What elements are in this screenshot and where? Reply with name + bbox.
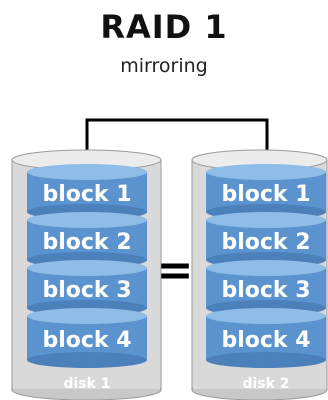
disk-2-block-3-label: block 3 <box>221 278 310 303</box>
disk-2-block-3: block 3 <box>206 260 326 316</box>
disk-1-label: disk 1 <box>63 376 110 392</box>
disk-2-label: disk 2 <box>242 376 289 392</box>
equals-sign: = <box>157 245 194 296</box>
disk-1-block-1: block 1 <box>27 164 147 220</box>
disk-2-block-1-label: block 1 <box>221 182 310 207</box>
disk-1-block-3: block 3 <box>27 260 147 316</box>
disk-2-block-1: block 1 <box>206 164 326 220</box>
disk-2-block-4-label: block 4 <box>221 328 310 353</box>
disk-1-block-2-label: block 2 <box>42 230 131 255</box>
disk-2-block-4: block 4 <box>206 308 326 368</box>
mirror-connector-line <box>85 118 269 160</box>
disk-2: block 1 block 2 block 3 block 4 <box>191 149 328 400</box>
disk-1-block-4: block 4 <box>27 308 147 368</box>
disk-1-block-2: block 2 <box>27 212 147 268</box>
disk-1: block 1 block 2 block 3 block 4 <box>11 149 162 400</box>
disk-2-block-2-label: block 2 <box>221 230 310 255</box>
disk-2-block-2: block 2 <box>206 212 326 268</box>
diagram-subtitle: mirroring <box>120 55 208 77</box>
disk-1-block-4-label: block 4 <box>42 328 131 353</box>
disk-1-block-3-label: block 3 <box>42 278 131 303</box>
diagram-title: RAID 1 <box>100 8 228 46</box>
disk-1-block-1-label: block 1 <box>42 182 131 207</box>
